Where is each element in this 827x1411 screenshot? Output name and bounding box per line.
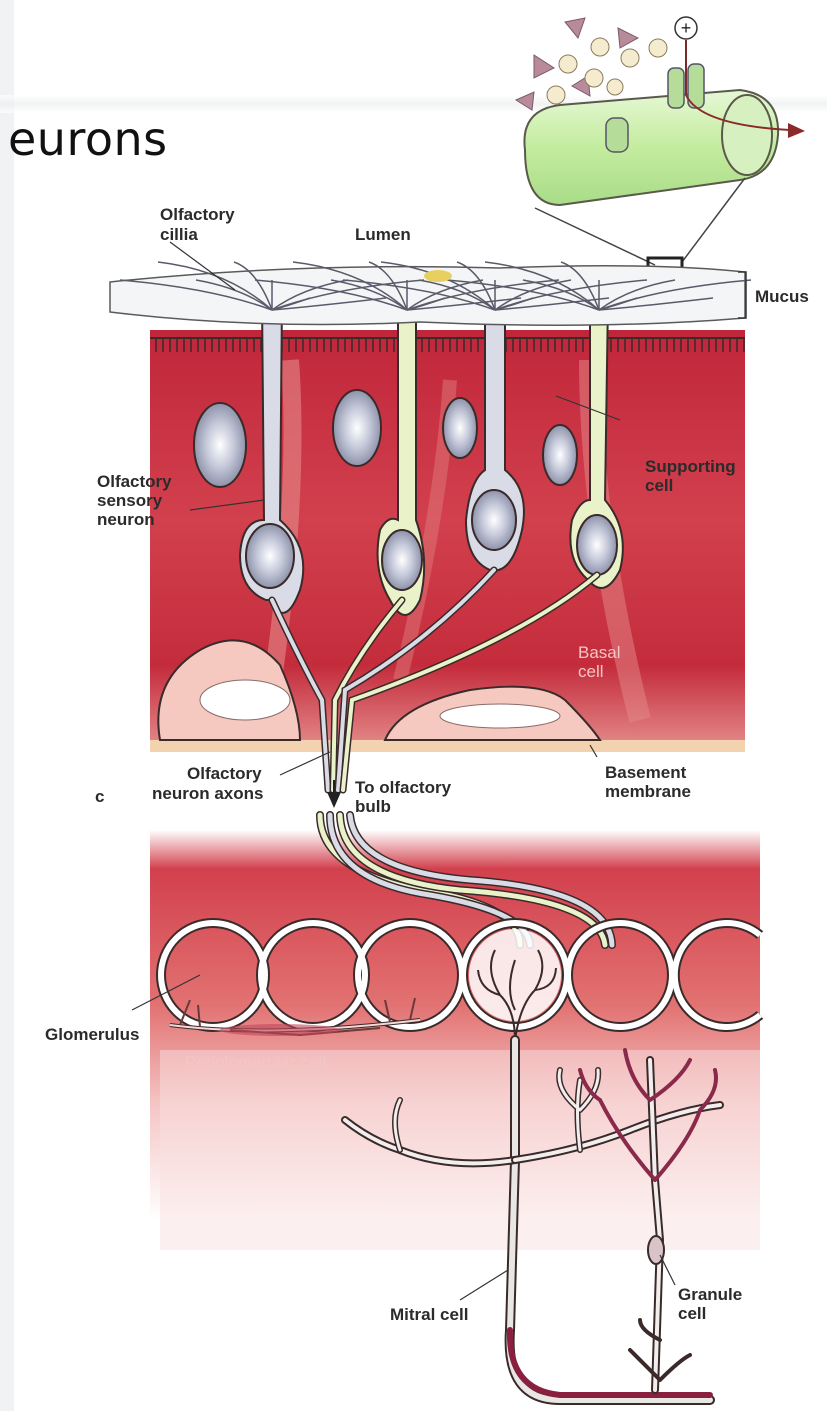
label-mucus: Mucus [755, 287, 809, 306]
odorant-triangle-icon [618, 28, 638, 48]
odorant-circle-icon [591, 38, 609, 56]
panel-letter: c [95, 787, 104, 806]
label-olfactory-neuron-axons-line2: neuron axons [152, 784, 263, 803]
label-olfactory-cilia-line2: cillia [160, 225, 198, 244]
label-glomerulus: Glomerulus [45, 1025, 139, 1044]
zoom-line-right [682, 178, 745, 262]
neuron-nucleus [382, 530, 422, 590]
label-to-olfactory-bulb-line1: To olfactory [355, 778, 452, 797]
odorant-circle-icon [585, 69, 603, 87]
odorant-circle-icon [607, 79, 623, 95]
odorant-triangle-icon [534, 55, 554, 78]
supporting-cell-nucleus [333, 390, 381, 466]
supporting-cell-nucleus [543, 425, 577, 485]
odorant-triangle-icon [565, 18, 585, 38]
signal-arrowhead-icon [788, 123, 805, 138]
receptor-protein [606, 118, 628, 152]
label-granule-cell-line1: Granule [678, 1285, 742, 1304]
receptor-inset: + [516, 17, 805, 292]
axon-arrowhead-icon [327, 792, 341, 808]
label-basement-membrane-line1: Basement [605, 763, 687, 782]
label-granule-cell-line2: cell [678, 1304, 706, 1323]
label-mitral-cell: Mitral cell [390, 1305, 468, 1324]
supporting-cell-nucleus [443, 398, 477, 458]
label-olfactory-sensory-neuron-line3: neuron [97, 510, 155, 529]
odorant-circle-icon [621, 49, 639, 67]
label-basal-cell-line2: cell [578, 662, 604, 681]
odorant-circle-icon [649, 39, 667, 57]
label-olfactory-sensory-neuron-line2: sensory [97, 491, 163, 510]
label-supporting-cell-line2: cell [645, 476, 673, 495]
odorant-circle-icon [559, 55, 577, 73]
label-olfactory-neuron-axons-line1: Olfactory [187, 764, 262, 783]
label-lumen: Lumen [355, 225, 411, 244]
neuron-nucleus [577, 515, 617, 575]
label-periglomerular-cell: Periglomerular cell [185, 1053, 326, 1072]
ion-channel-left [668, 68, 684, 108]
odorant-circle-icon [547, 86, 565, 104]
zoom-line-left [535, 208, 655, 265]
odorant-in-mucus [424, 270, 452, 282]
ion-charge-symbol: + [681, 18, 692, 38]
label-supporting-cell-line1: Supporting [645, 457, 736, 476]
neuron-nucleus [246, 524, 294, 588]
supporting-cell-nucleus [194, 403, 246, 487]
olfactory-epithelium [150, 300, 745, 808]
odorant-molecules [516, 18, 667, 110]
neuron-nucleus [472, 490, 516, 550]
label-to-olfactory-bulb-line2: bulb [355, 797, 391, 816]
label-basal-cell-line1: Basal [578, 643, 621, 662]
granule-cell-body [648, 1236, 664, 1264]
odorant-triangle-icon [516, 92, 534, 110]
label-olfactory-sensory-neuron-line1: Olfactory [97, 472, 172, 491]
label-basement-membrane-line2: membrane [605, 782, 691, 801]
tube-opening [722, 95, 772, 175]
basement-membrane [150, 740, 745, 752]
label-olfactory-cilia-line1: Olfactory [160, 205, 235, 224]
mucus-cilia-layer [110, 262, 751, 325]
